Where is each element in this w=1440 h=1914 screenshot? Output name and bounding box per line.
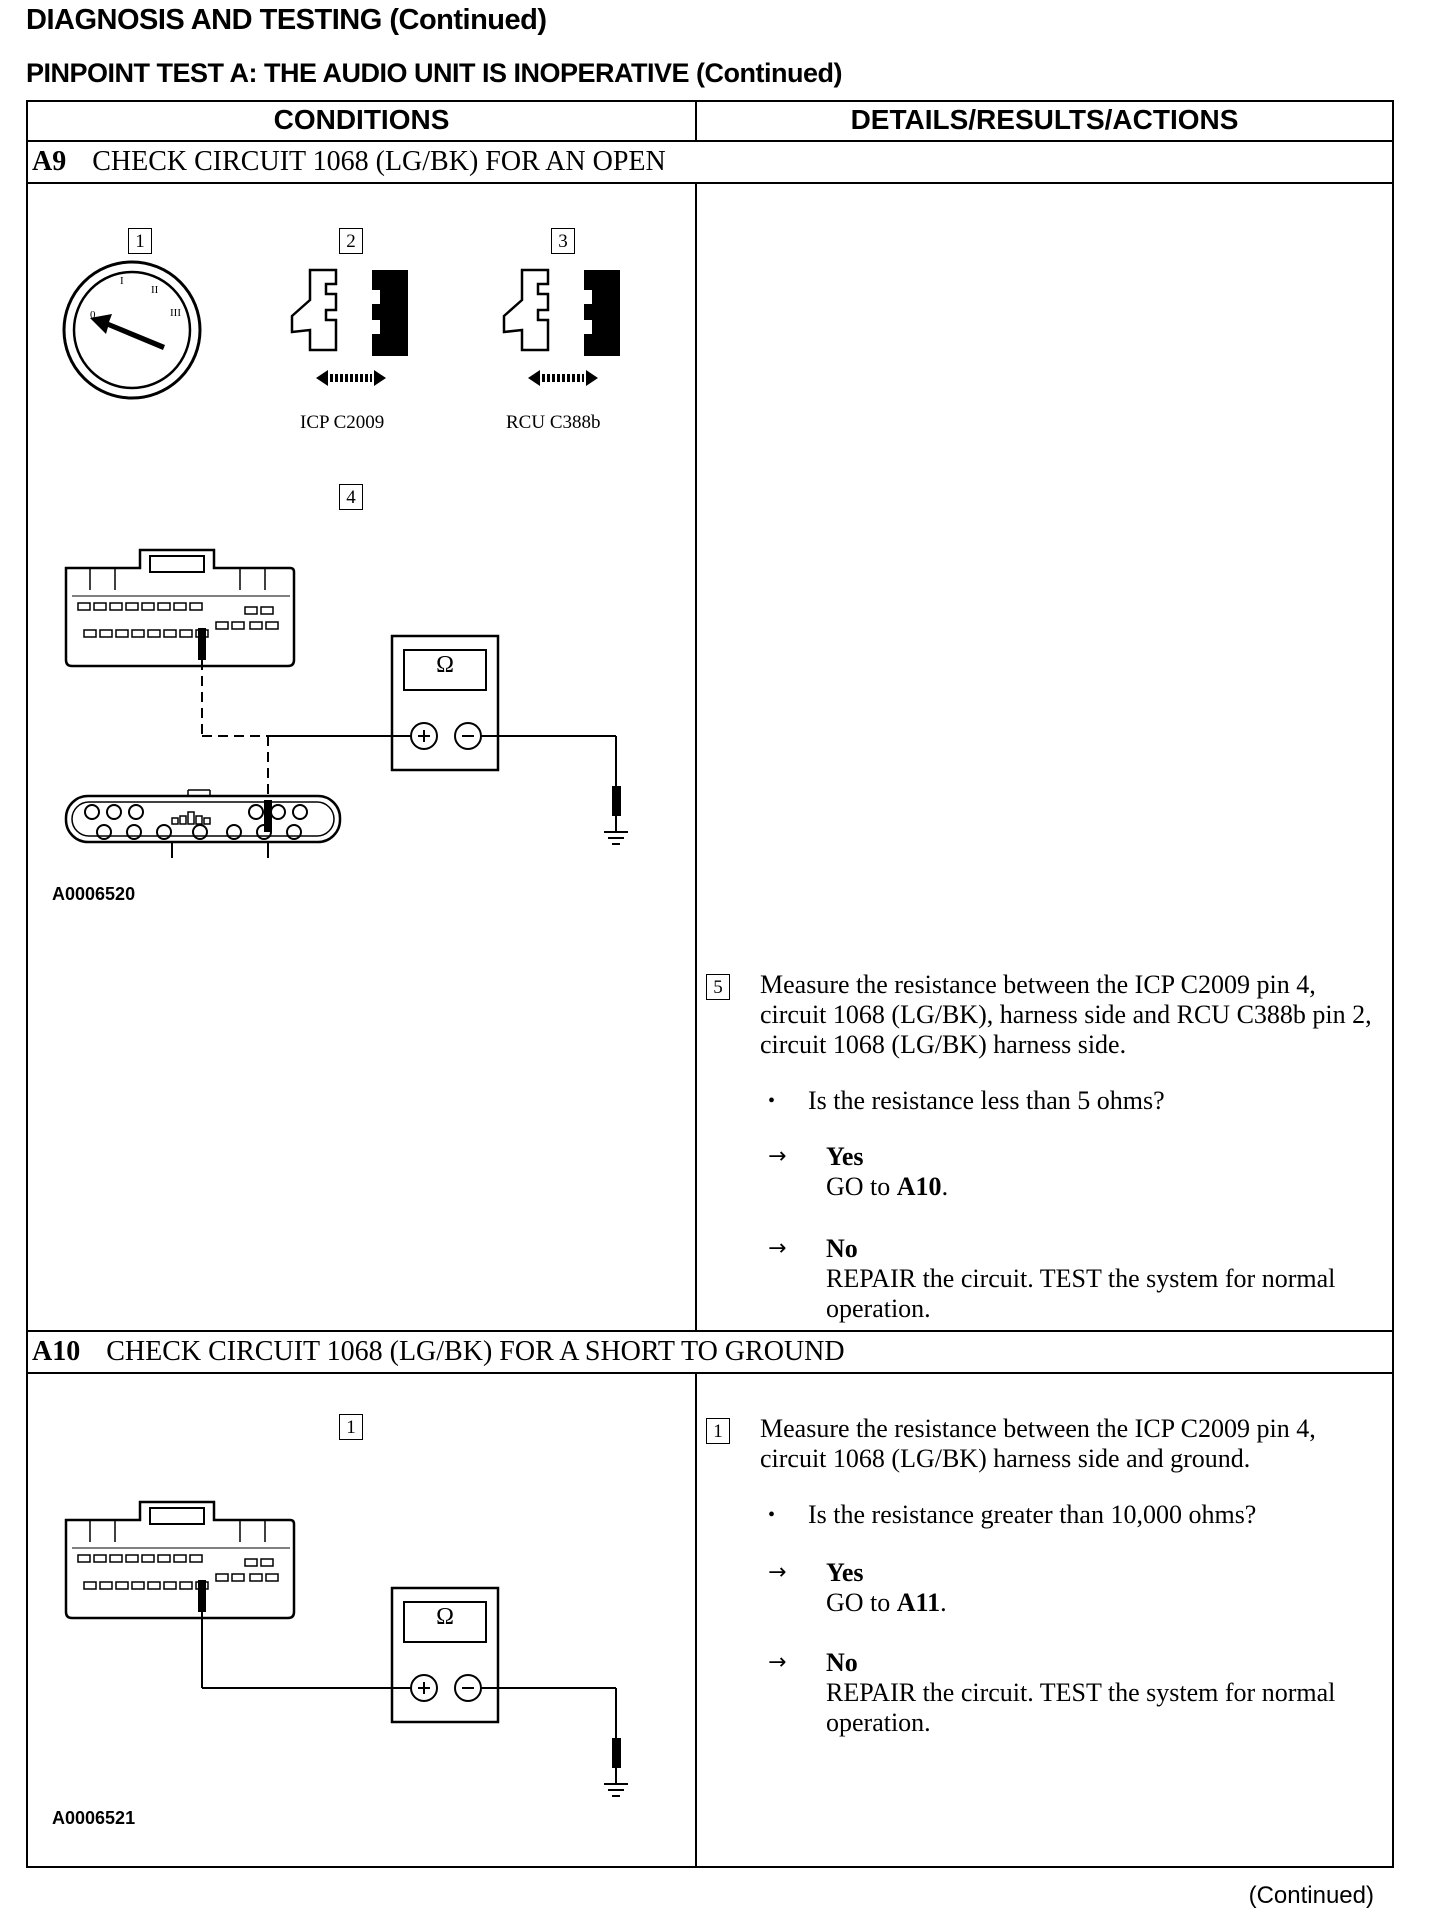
svg-text:II: II bbox=[151, 284, 159, 296]
step-a9-question: Is the resistance less than 5 ohms? bbox=[808, 1086, 1165, 1115]
step-a9-box-4: 4 bbox=[339, 484, 363, 510]
step-a9-id: A9 bbox=[32, 146, 67, 177]
a10-title-rule bbox=[26, 1372, 1394, 1374]
a10-diagram bbox=[64, 1500, 628, 1797]
go-to-text: GO to bbox=[826, 1588, 897, 1617]
table-header-rule bbox=[26, 140, 1394, 142]
ohmmeter-icon bbox=[390, 634, 628, 845]
step-a10-no-action: REPAIR the circuit. TEST the system for … bbox=[826, 1678, 1336, 1737]
svg-text:0: 0 bbox=[90, 309, 96, 321]
step-a9-heading: A9 CHECK CIRCUIT 1068 (LG/BK) FOR AN OPEN bbox=[32, 146, 666, 178]
step-a9-title: CHECK CIRCUIT 1068 (LG/BK) FOR AN OPEN bbox=[92, 146, 666, 177]
continued-footer: (Continued) bbox=[1248, 1882, 1374, 1909]
step-a10-box-1: 1 bbox=[339, 1414, 363, 1440]
rcu-c388b-label: RCU C388b bbox=[506, 412, 601, 433]
a9-dashed-wiring bbox=[201, 660, 412, 810]
step-a10-instruction: Measure the resistance between the ICP C… bbox=[760, 1414, 1316, 1473]
step-a10-title: CHECK CIRCUIT 1068 (LG/BK) FOR A SHORT T… bbox=[106, 1336, 845, 1367]
step-a9-yes-action: GO to A10. bbox=[826, 1172, 949, 1201]
step-a9-yes-label: Yes bbox=[826, 1142, 864, 1171]
go-to-target-link[interactable]: A10 bbox=[896, 1172, 942, 1201]
ignition-switch-icon: 0 I II III bbox=[62, 260, 202, 400]
step-a10-id: A10 bbox=[32, 1336, 81, 1367]
a10-top-rule bbox=[26, 1330, 1394, 1332]
arrow-right-icon: → bbox=[768, 1144, 787, 1169]
a10-figure-id: A0006521 bbox=[52, 1808, 136, 1828]
bullet-icon: • bbox=[768, 1090, 776, 1112]
step-a10-no-label: No bbox=[826, 1648, 858, 1677]
step-a9-box-1: 1 bbox=[128, 228, 152, 254]
step-a9-instruction: Measure the resistance between the ICP C… bbox=[760, 970, 1372, 1059]
header-column-divider bbox=[695, 100, 697, 142]
arrow-right-icon: → bbox=[768, 1560, 787, 1585]
step-a10-yes-action: GO to A11. bbox=[826, 1588, 947, 1617]
rcu-connector-disconnect-icon bbox=[502, 268, 620, 386]
ohm-symbol: Ω bbox=[436, 1604, 454, 1630]
arrow-right-icon: → bbox=[768, 1236, 787, 1261]
ohmmeter-icon bbox=[390, 1586, 628, 1797]
icp-c2009-connector-icon bbox=[64, 1500, 296, 1620]
step-a9-no-action: REPAIR the circuit. TEST the system for … bbox=[826, 1264, 1336, 1323]
svg-text:III: III bbox=[170, 307, 181, 319]
arrow-right-icon: → bbox=[768, 1650, 787, 1675]
ohm-symbol: Ω bbox=[436, 652, 454, 678]
step-a10-yes-label: Yes bbox=[826, 1558, 864, 1587]
page-title: DIAGNOSIS AND TESTING (Continued) bbox=[26, 4, 547, 36]
icp-connector-disconnect-icon bbox=[290, 268, 408, 386]
step-a10-heading: A10 CHECK CIRCUIT 1068 (LG/BK) FOR A SHOR… bbox=[32, 1336, 845, 1368]
test-table bbox=[26, 100, 1394, 1868]
rcu-c388b-connector-icon bbox=[64, 789, 342, 858]
go-to-target-link[interactable]: A11 bbox=[896, 1588, 941, 1617]
bullet-icon: • bbox=[768, 1504, 776, 1526]
svg-text:I: I bbox=[120, 275, 124, 287]
step-a10-action-box: 1 bbox=[706, 1418, 730, 1444]
conditions-header: CONDITIONS bbox=[273, 104, 450, 135]
icp-c2009-label: ICP C2009 bbox=[300, 412, 385, 433]
page-subtitle: PINPOINT TEST A: THE AUDIO UNIT IS INOPE… bbox=[26, 58, 843, 88]
a9-column-divider bbox=[695, 182, 697, 1332]
go-to-text: GO to bbox=[826, 1172, 897, 1201]
step-a9-no-label: No bbox=[826, 1234, 858, 1263]
icp-c2009-connector-icon bbox=[64, 548, 296, 668]
step-a9-box-3: 3 bbox=[551, 228, 575, 254]
step-a9-action-box: 5 bbox=[706, 974, 730, 1000]
a9-diagram: 0 I II III bbox=[62, 260, 628, 858]
a9-figure-id: A0006520 bbox=[52, 884, 136, 904]
step-a10-question: Is the resistance greater than 10,000 oh… bbox=[808, 1500, 1257, 1529]
a9-title-rule bbox=[26, 182, 1394, 184]
step-a9-box-2: 2 bbox=[339, 228, 363, 254]
a10-wiring bbox=[201, 1612, 412, 1689]
a10-column-divider bbox=[695, 1372, 697, 1868]
actions-header: DETAILS/RESULTS/ACTIONS bbox=[850, 104, 1239, 135]
